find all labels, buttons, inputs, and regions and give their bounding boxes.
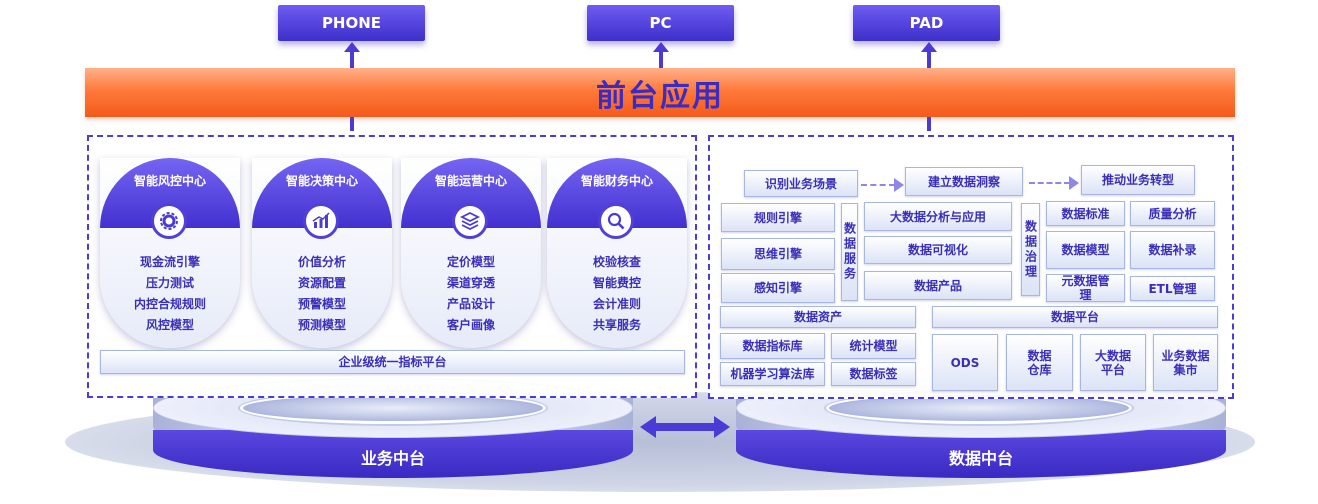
center-item: 现金流引擎 — [139, 255, 200, 269]
center-item: 压力测试 — [145, 276, 194, 290]
dashed-arrow — [1029, 182, 1070, 184]
arrow-right-icon — [894, 178, 904, 192]
unified-metric-platform: 企业级统一指标平台 — [100, 350, 685, 374]
device-phone-label: PHONE — [321, 14, 382, 32]
platform-ods: ODS — [932, 334, 998, 391]
center-item: 产品设计 — [446, 297, 495, 311]
governance-quality: 质量分析 — [1130, 201, 1215, 226]
chart-icon — [303, 203, 339, 239]
device-pc-label: PC — [649, 14, 672, 32]
center-item: 预警模型 — [297, 297, 346, 311]
connector-line — [659, 51, 663, 68]
flow-step-transform: 推动业务转型 — [1081, 165, 1195, 195]
center-card-title: 智能财务中心 — [580, 174, 653, 188]
center-items-finance: 校验核查 智能费控 会计准则 共享服务 — [547, 252, 687, 336]
center-item: 资源配置 — [297, 276, 346, 290]
platform-datamart: 业务数据集市 — [1153, 334, 1218, 391]
engine-perception: 感知引擎 — [721, 273, 835, 303]
center-item: 智能费控 — [592, 276, 641, 290]
center-item: 会计准则 — [592, 297, 641, 311]
connector-line — [350, 51, 354, 68]
center-item: 价值分析 — [297, 255, 346, 269]
arrow-right-icon — [1069, 176, 1079, 190]
governance-model: 数据模型 — [1046, 231, 1125, 269]
center-card-title: 智能运营中心 — [434, 174, 507, 188]
data-platform-label: 数据中台 — [948, 449, 1013, 468]
asset-metric-library: 数据指标库 — [720, 333, 825, 359]
layers-icon — [452, 203, 488, 239]
double-arrow-icon — [640, 416, 730, 438]
device-pad: PAD — [853, 5, 1000, 41]
center-items-operation: 定价模型 渠道穿透 产品设计 客户画像 — [401, 252, 541, 336]
data-service: 数据服务 — [841, 203, 858, 301]
dashed-arrow — [861, 184, 895, 186]
device-phone: PHONE — [278, 5, 425, 41]
business-platform-band — [153, 430, 633, 478]
center-card-title: 智能风控中心 — [133, 174, 206, 188]
center-card-operation: 智能运营中心 — [401, 158, 541, 348]
center-item: 定价模型 — [446, 255, 495, 269]
asset-data-tag: 数据标签 — [831, 362, 916, 386]
center-item: 内控合规规则 — [133, 297, 206, 311]
arrow-up-icon — [921, 42, 937, 52]
center-item: 客户画像 — [446, 318, 495, 332]
center-card-risk: 智能风控中心 — [100, 158, 240, 348]
center-card-decision: 智能决策中心 — [252, 158, 392, 348]
arrow-up-icon — [653, 42, 669, 52]
center-item: 校验核查 — [592, 255, 641, 269]
center-item: 渠道穿透 — [446, 276, 495, 290]
governance-standard: 数据标准 — [1046, 201, 1125, 226]
connector-line — [927, 117, 931, 131]
analysis-product: 数据产品 — [864, 271, 1012, 300]
center-items-risk: 现金流引擎 压力测试 内控合规规则 风控模型 — [100, 252, 240, 336]
engine-rule: 规则引擎 — [721, 203, 835, 232]
center-item: 预测模型 — [297, 318, 346, 332]
center-card-title: 智能决策中心 — [285, 174, 358, 188]
center-item: 风控模型 — [145, 318, 194, 332]
governance-supplement: 数据补录 — [1130, 231, 1215, 269]
device-pc: PC — [587, 5, 734, 41]
platform-warehouse: 数据仓库 — [1006, 334, 1073, 391]
governance-etl: ETL管理 — [1130, 276, 1215, 301]
center-item: 共享服务 — [592, 318, 641, 332]
data-assets: 数据资产 — [720, 306, 916, 328]
data-platform: 数据平台 — [932, 306, 1218, 328]
front-app-bar: 前台应用 — [85, 68, 1235, 117]
front-app-title: 前台应用 — [596, 78, 724, 114]
arrow-up-icon — [344, 42, 360, 52]
search-icon — [598, 203, 634, 239]
center-card-finance: 智能财务中心 — [547, 158, 687, 348]
flow-step-insight: 建立数据洞察 — [905, 167, 1023, 196]
gear-icon — [151, 203, 187, 239]
platform-bigdata: 大数据平台 — [1080, 334, 1146, 391]
data-platform-band — [736, 430, 1226, 478]
center-items-decision: 价值分析 资源配置 预警模型 预测模型 — [252, 252, 392, 336]
analysis-visualization: 数据可视化 — [864, 236, 1012, 264]
flow-step-identify: 识别业务场景 — [744, 170, 858, 197]
data-governance: 数据治理 — [1021, 203, 1040, 296]
business-platform-label: 业务中台 — [360, 449, 425, 468]
governance-metadata: 元数据管理 — [1046, 274, 1125, 302]
connector-line — [927, 51, 931, 68]
device-pad-label: PAD — [909, 14, 944, 32]
analysis-bigdata: 大数据分析与应用 — [864, 202, 1012, 231]
asset-statistical-model: 统计模型 — [831, 333, 916, 359]
asset-ml-library: 机器学习算法库 — [720, 362, 825, 386]
engine-thinking: 思维引擎 — [721, 238, 835, 270]
connector-line — [350, 117, 354, 131]
